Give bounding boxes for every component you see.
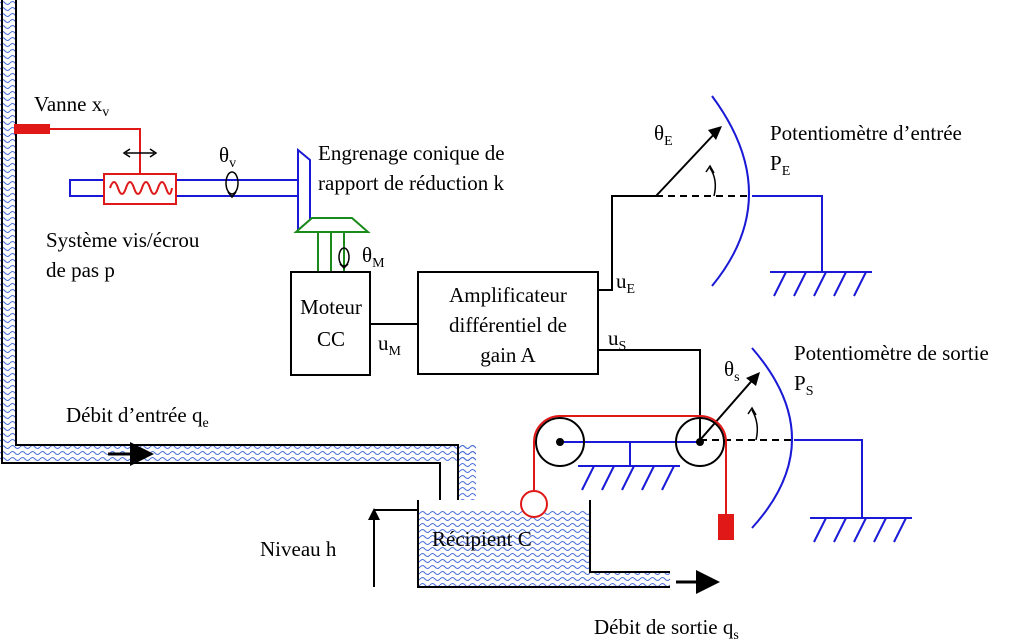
pot-out-label-line2: PS [794, 371, 813, 399]
amplifier-box [417, 271, 599, 375]
screw-label-line1: Système vis/écrou [46, 228, 200, 252]
valve [14, 124, 141, 175]
u-s-label: uS [608, 326, 626, 354]
float [520, 490, 548, 518]
amplifier-label-line3: gain A [480, 343, 536, 367]
theta-v-label: θv [219, 143, 236, 171]
theta-e-label: θE [654, 121, 673, 149]
input-pot-wire [598, 195, 656, 291]
theta-m-label: θM [362, 243, 385, 271]
input-pot-wiper [655, 126, 752, 197]
rotation-icon-theta-m [338, 247, 350, 270]
tank [417, 500, 670, 588]
pulley-support [560, 441, 700, 491]
gear-label-line2: rapport de réduction k [318, 171, 505, 195]
left-pulley [535, 417, 585, 467]
motor-label-line1: Moteur [300, 295, 362, 319]
u-m-label: uM [378, 331, 402, 359]
input-pot-resistor [711, 95, 872, 297]
bevel-gear-vertical [297, 147, 311, 233]
right-pulley [675, 417, 725, 467]
amplifier-label-line1: Amplificateur [449, 283, 567, 307]
output-pot-resistor [751, 347, 912, 543]
output-pot-wire [598, 349, 701, 440]
valve-label: Vanne xv [34, 92, 109, 120]
pot-in-label-line2: PE [770, 151, 790, 179]
bevel-gear-horizontal [293, 217, 371, 273]
counterweight [718, 514, 734, 540]
outflow-label: Débit de sortie qs [594, 615, 739, 642]
output-pot-wiper [699, 372, 792, 441]
screw-label-line2: de pas p [46, 258, 115, 282]
inflow-label: Débit d’entrée qe [66, 403, 209, 431]
float-cable [533, 415, 727, 515]
theta-s-label: θs [724, 357, 740, 385]
pot-in-label-line1: Potentiomètre d’entrée [770, 121, 962, 145]
motor-label-line2: CC [317, 327, 345, 351]
u-e-label: uE [616, 269, 635, 297]
amplifier-label-line2: différentiel de [449, 313, 567, 337]
valve-motion-arrow [122, 148, 158, 158]
pot-out-label-line1: Potentiomètre de sortie [794, 341, 989, 365]
level-indicator [368, 508, 418, 587]
rotation-icon-theta-v [225, 171, 239, 199]
motor-box [290, 271, 371, 376]
gear-label-line1: Engrenage conique de [318, 141, 505, 165]
screw-nut [103, 173, 177, 205]
tank-label: Récipient C [432, 527, 532, 551]
level-label: Niveau h [260, 537, 337, 561]
